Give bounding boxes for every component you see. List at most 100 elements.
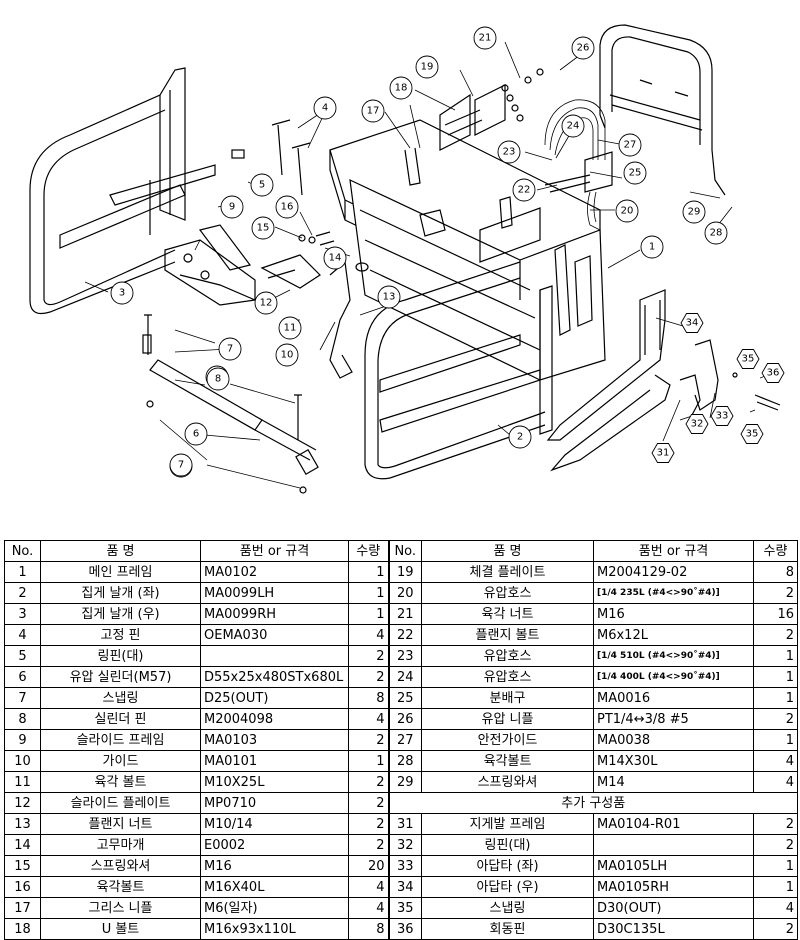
callout-7: 7 [218, 337, 242, 361]
header-qty: 수량 [348, 540, 389, 562]
cell-no: 18 [4, 918, 41, 940]
cell-qty: 2 [753, 624, 798, 646]
callout-11: 11 [278, 316, 302, 340]
callout-2: 2 [508, 425, 532, 449]
callout-label: 12 [260, 298, 273, 309]
cell-name: 스냅링 [40, 687, 201, 709]
header-qty: 수량 [753, 540, 798, 562]
cell-name: 그리스 니플 [40, 897, 201, 919]
cell-qty: 1 [348, 603, 389, 625]
cell-spec: MP0710 [200, 792, 349, 814]
cell-spec: M10/14 [200, 813, 349, 835]
cell-no: 21 [387, 603, 422, 625]
parts-cylinders [142, 314, 319, 494]
cell-no: 10 [4, 750, 41, 772]
cell-qty: 1 [753, 876, 798, 898]
cell-no: 14 [4, 834, 41, 856]
cell-no: 26 [387, 708, 422, 730]
callout-label: 2 [517, 432, 523, 443]
cell-qty: 4 [348, 876, 389, 898]
callout-label: 11 [284, 323, 297, 334]
callout-21: 21 [473, 26, 497, 50]
callout-label: 35 [746, 429, 759, 440]
callout-label: 7 [227, 344, 233, 355]
header-no: No. [387, 540, 422, 562]
cell-name: 회동핀 [421, 918, 594, 940]
callout-label: 10 [281, 350, 294, 361]
parts-slide-frames [164, 224, 321, 306]
cell-spec: MA0103 [200, 729, 349, 751]
callout-25: 25 [623, 161, 647, 185]
cell-spec: MA0104-R01 [593, 813, 754, 835]
cell-no: 31 [387, 813, 422, 835]
cell-spec: M14X30L [593, 750, 754, 772]
cell-no: 36 [387, 918, 422, 940]
callout-label: 35 [742, 354, 755, 365]
cell-name: 육각볼트 [421, 750, 594, 772]
cell-spec: MA0038 [593, 729, 754, 751]
parts-pins [231, 119, 369, 379]
cell-no: 24 [387, 666, 422, 688]
part-3-clamp-wing [29, 67, 216, 315]
cell-spec: M16X40L [200, 876, 349, 898]
cell-no: 17 [4, 897, 41, 919]
callout-label: 24 [567, 121, 580, 132]
cell-name: 유압호스 [421, 645, 594, 667]
callout-13: 13 [377, 285, 401, 309]
cell-name: 육각 볼트 [40, 771, 201, 793]
cell-qty: 16 [753, 603, 798, 625]
cell-no: 3 [4, 603, 41, 625]
cell-no: 25 [387, 687, 422, 709]
callout-4: 4 [313, 96, 337, 120]
callout-18: 18 [389, 76, 413, 100]
header-name: 품 명 [421, 540, 594, 562]
parts-forks [546, 289, 781, 472]
cell-name: 플랜지 너트 [40, 813, 201, 835]
cell-name: 슬라이드 플레이트 [40, 792, 201, 814]
header-name: 품 명 [40, 540, 201, 562]
cell-spec: MA0105LH [593, 855, 754, 877]
callout-label: 9 [229, 202, 235, 213]
cell-name: 유압호스 [421, 582, 594, 604]
cell-no: 7 [4, 687, 41, 709]
callout-19: 19 [415, 55, 439, 79]
callout-label: 25 [629, 168, 642, 179]
callout-label: 27 [624, 140, 637, 151]
callout-12: 12 [254, 291, 278, 315]
cell-qty: 2 [753, 813, 798, 835]
cell-qty: 2 [348, 813, 389, 835]
header-spec: 품번 or 규격 [200, 540, 349, 562]
cell-no: 16 [4, 876, 41, 898]
callout-label: 20 [621, 206, 634, 217]
callout-label: 34 [686, 318, 699, 329]
cell-spec: OEMA030 [200, 624, 349, 646]
cell-name: 육각볼트 [40, 876, 201, 898]
cell-spec: MA0099LH [200, 582, 349, 604]
callout-1: 1 [640, 235, 664, 259]
callout-label: 21 [479, 33, 492, 44]
cell-name: 가이드 [40, 750, 201, 772]
cell-no: 5 [4, 645, 41, 667]
cell-no: 8 [4, 708, 41, 730]
callout-label: 17 [367, 106, 380, 117]
callout-label: 33 [716, 411, 729, 422]
cell-name: 슬라이드 프레임 [40, 729, 201, 751]
cell-spec: M14 [593, 771, 754, 793]
cell-name: 집게 날개 (우) [40, 603, 201, 625]
callout-34: 34 [680, 313, 704, 333]
cell-qty: 2 [348, 771, 389, 793]
leader-lines [84, 41, 769, 489]
cell-spec: M16x93x110L [200, 918, 349, 940]
cell-no: 27 [387, 729, 422, 751]
callout-14: 14 [323, 246, 347, 270]
cell-no: 28 [387, 750, 422, 772]
